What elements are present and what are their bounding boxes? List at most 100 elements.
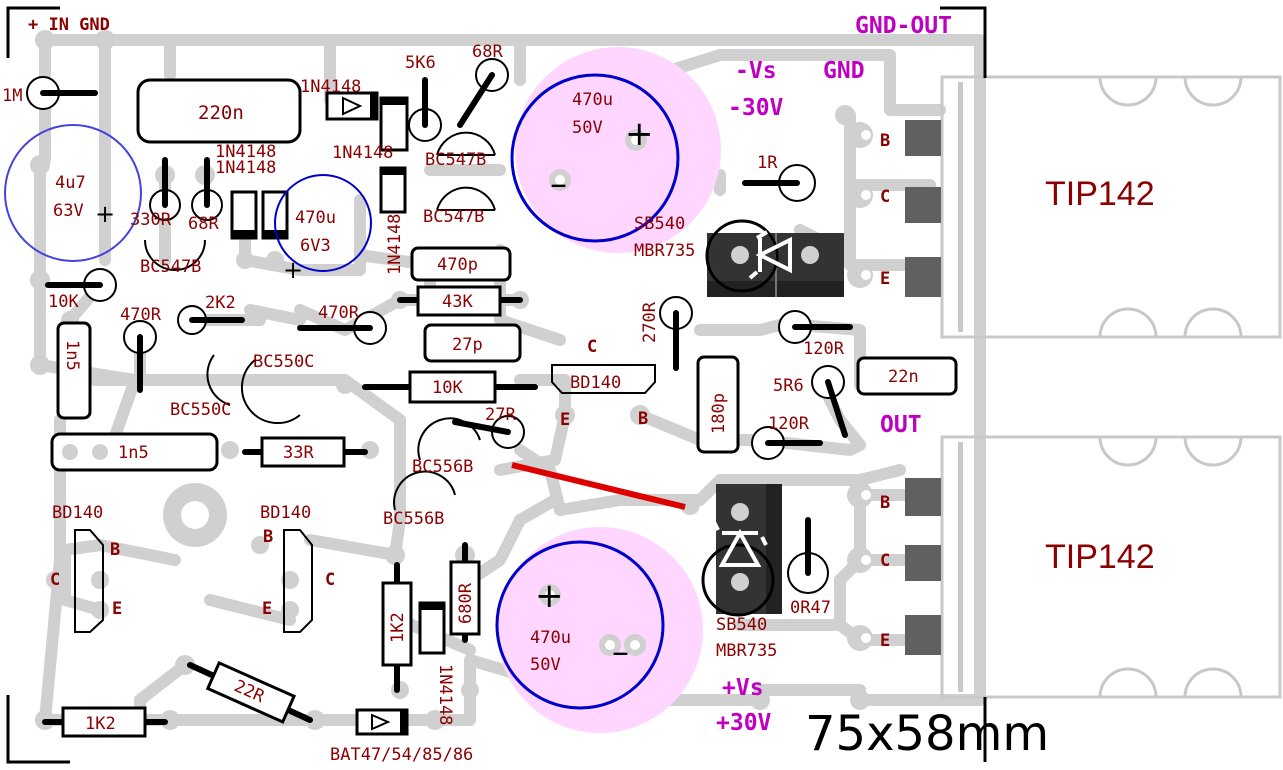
r-120r-a-label: 120R [803,339,845,359]
c-180p-label: 180p [709,393,729,434]
r-43k-label: 43K [442,292,473,312]
gnd-out-label: GND-OUT [855,13,952,39]
r-10k-mid-label: 10K [432,378,463,398]
cap-470u-bottom-value: 470u [530,628,571,648]
cap-470u-bottom-minus: – [612,632,629,672]
cap-4u7-outline [4,124,142,262]
r-1k2-vert-label: 1K2 [388,612,408,643]
cap-470u-top: 470u 50V + – [510,47,721,253]
bd140-mid-pin-c: C [587,337,597,357]
c-1n5-horiz-label: 1n5 [118,443,149,463]
tip-bot-pin-b: B [880,493,890,513]
schottky-diode-bottom [701,484,782,617]
r-2k2-label: 2K2 [205,293,236,313]
out-label: OUT [880,412,922,438]
neg-supply-label: -Vs [735,58,777,84]
q-bc550c-a-label: BC550C [253,352,314,372]
neg-supply-value: -30V [728,95,784,121]
r-1r-label: 1R [757,153,778,173]
component-labels: + IN GND GND-OUT -Vs -30V GND OUT +Vs +3… [2,13,952,765]
r-5k6-label: 5K6 [405,53,436,73]
lying-components [42,78,958,738]
q-bd140-mid-label: BD140 [570,373,621,393]
d-1n4148-f: 1N4148 [435,664,455,725]
cap-470u-small-outline [274,174,372,272]
r-120r-b-label: 120R [768,414,810,434]
d-mbr735-top-label: MBR735 [634,241,695,261]
q-bc556b-b-label: BC556B [383,509,444,529]
tip-top-pin-b: B [880,131,890,151]
bd140-mid-pin-e: E [560,410,570,430]
c-470u-small-voltage: 6V3 [300,236,331,256]
r-680r-label: 680R [456,582,476,624]
c-22n-label: 22n [888,367,919,387]
c-470u-small-value: 470u [295,208,336,228]
pos-supply-label: +Vs [722,675,764,701]
r-1m-label: 1M [2,86,22,106]
r-470r-a-label: 470R [120,305,162,325]
r-68r-label: 68R [188,214,219,234]
bd140-left-pin-e: E [112,599,122,619]
bd140-left-pin-c: C [50,570,60,590]
bd140-right-pin-e: E [262,599,272,619]
input-connector-label: + IN GND [28,15,110,35]
tip142-top-label: TIP142 [1045,175,1155,213]
r-33r-label: 33R [283,443,314,463]
d-sb540-top-label: SB540 [634,214,685,234]
cap-470u-top-voltage: 50V [572,118,603,138]
d-sb540-bot-label: SB540 [716,615,767,635]
cap-470u-small-plus: + [283,256,303,284]
q-bc547b-c-label: BC547B [140,257,201,277]
red-jumper-wire [511,462,686,510]
cap-470u-top-plus: + [625,114,654,154]
d-1n4148-d: 1N4148 [215,158,276,178]
q-bc550c-b-label: BC550C [170,400,231,420]
r-470r-b-label: 470R [318,303,360,323]
q-bd140-right-label: BD140 [260,503,311,523]
cap-470u-top-minus: – [550,164,567,204]
board-dimension: 75x58mm [805,706,1049,762]
c-1n5-vert-label: 1n5 [62,340,82,371]
r-1k2-bottom-label: 1K2 [85,714,116,734]
q-bc547b-a-label: BC547B [425,150,486,170]
d-mbr735-bot-label: MBR735 [716,641,777,661]
d-1n4148-c: 1N4148 [215,142,276,162]
c-220n-label: 220n [198,102,244,124]
cap-470u-bottom-plus: + [535,576,564,616]
c-470p-label: 470p [437,255,478,275]
c-4u7-voltage: 63V [53,201,84,221]
tip-top-pin-e: E [880,269,890,289]
cap-470u-bottom: 470u 50V + – [495,527,703,733]
cap-470u-top-value: 470u [572,90,613,110]
transistor-outlines [74,131,656,633]
tip-bot-pin-c: C [880,551,890,571]
bd140-left-pin-b: B [110,540,120,560]
cap-4u7-plus: + [95,200,115,228]
bd140-mid-pin-b: B [638,409,648,429]
d-bat-label: BAT47/54/85/86 [330,745,473,765]
c-27p-label: 27p [452,335,483,355]
r-270r-label: 270R [640,301,660,343]
tip142-top: B C E TIP142 [847,75,1282,339]
r-0r47-label: 0R47 [790,598,831,618]
small-diodes [230,91,446,736]
schottky-diode-top [705,219,844,297]
q-bc556b-a-label: BC556B [412,457,473,477]
d-1n4148-b: 1N4148 [332,143,393,163]
c-4u7-value: 4u7 [55,173,86,193]
r-27r-label: 27R [485,405,516,425]
standing-resistors [26,58,853,594]
r-68r-top-label: 68R [472,42,503,62]
tip142-bottom-label: TIP142 [1045,538,1155,576]
gnd-label: GND [823,58,865,84]
tip-top-pin-c: C [880,187,890,207]
bd140-right-pin-b: B [263,527,273,547]
tip142-bottom: B C E TIP142 [847,435,1282,699]
pos-supply-value: +30V [716,710,772,736]
cap-470u-bottom-voltage: 50V [530,655,561,675]
q-bc547b-b-label: BC547B [423,207,484,227]
bd140-right-pin-c: C [325,570,335,590]
r-5r6-label: 5R6 [773,376,804,396]
q-bd140-left-label: BD140 [52,503,103,523]
